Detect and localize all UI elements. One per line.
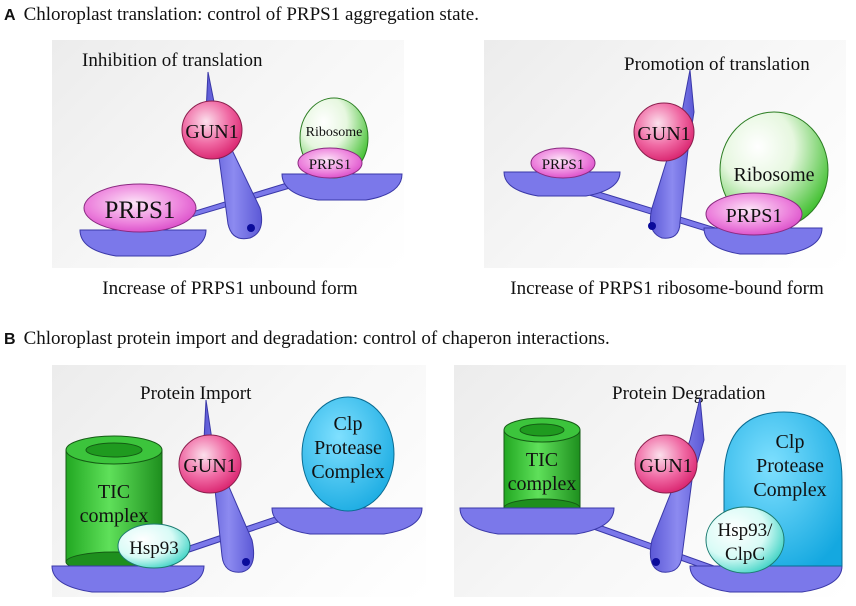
gun1-label: GUN1 (185, 121, 238, 143)
scale-pan-right (703, 227, 823, 255)
hsp93-ellipse (117, 523, 191, 569)
clp-label-line3: Complex (311, 461, 384, 483)
tic-label-line1: TIC (98, 481, 130, 503)
scale-pan-right (271, 507, 423, 535)
ribosome-label: Ribosome (306, 125, 363, 140)
panel-a-heading: A Chloroplast translation: control of PRP… (4, 4, 479, 26)
panel-b-right-scale: Protein Degradation TIC complex GUN1 Clp… (459, 383, 843, 593)
hsp93-clpc-label-line1: Hsp93/ (718, 520, 774, 541)
clp-label-line2: Protease (314, 437, 382, 459)
panel-b-heading: B Chloroplast protein import and degradat… (4, 328, 610, 350)
gun1-ellipse (634, 434, 698, 494)
scale-pivot (652, 558, 660, 566)
prps1-small-ellipse (530, 147, 596, 179)
scale-pointer (203, 399, 255, 573)
gun1-ellipse (633, 102, 695, 162)
scale-pan-left (79, 229, 207, 257)
clp-label-line1: Clp (334, 413, 363, 435)
gun1-ellipse (178, 434, 242, 494)
scale-pivot (247, 224, 255, 232)
scale-pan-right (281, 173, 403, 201)
prps1-small-label: PRPS1 (542, 157, 585, 173)
panel-a-right-scale: Promotion of translation GUN1 PRPS1 Ribo… (503, 54, 829, 255)
prps1-bound-ellipse (705, 192, 803, 236)
scale-pan-left (459, 507, 615, 535)
panel-a-left-scale: Inhibition of translation GUN1 PRPS1 Rib… (79, 50, 403, 257)
prps1-small-ellipse (297, 147, 363, 179)
panel-b-heading-text: Chloroplast protein import and degradati… (23, 328, 610, 349)
panel-a-left-caption: Increase of PRPS1 unbound form (102, 278, 358, 299)
clp-label-line1: Clp (776, 431, 805, 453)
prps1-big-label: PRPS1 (105, 197, 176, 224)
scale-pan-left (51, 565, 205, 593)
tic-label-line2: complex (508, 473, 577, 495)
gun1-label: GUN1 (183, 455, 236, 477)
gun1-label: GUN1 (637, 123, 690, 145)
panel-b-left-title: Protein Import (140, 383, 252, 404)
panel-a-right-caption: Increase of PRPS1 ribosome-bound form (510, 278, 824, 299)
prps1-bound-label: PRPS1 (726, 205, 783, 227)
panel-b-right-title: Protein Degradation (612, 383, 766, 404)
scale-pan-right (689, 565, 843, 593)
scale-pointer (205, 71, 263, 240)
ribosome-label: Ribosome (733, 164, 814, 186)
scale-pivot (242, 558, 250, 566)
scale-pivot (648, 222, 656, 230)
panel-a-left-title: Inhibition of translation (82, 50, 263, 71)
gun1-ellipse (181, 100, 243, 160)
tic-label-line1: TIC (526, 449, 558, 471)
clp-label-line2: Protease (756, 455, 824, 477)
scale-pan-left (503, 171, 621, 197)
hsp93-label: Hsp93 (129, 538, 179, 559)
clp-protease-ellipse (301, 396, 395, 512)
panel-a-letter: A (4, 7, 16, 24)
panel-a-heading-text: Chloroplast translation: control of PRPS… (23, 4, 479, 25)
hsp93-clpc-label-line2: ClpC (725, 544, 765, 565)
prps1-small-label: PRPS1 (309, 157, 352, 173)
clp-label-line3: Complex (753, 479, 826, 501)
hsp93-clpc-ellipse (705, 506, 785, 574)
tic-label-line2: complex (80, 505, 149, 527)
prps1-big-ellipse (83, 183, 197, 233)
panel-b-left-scale: Protein Import TIC complex Hsp93 GUN1 Cl… (51, 383, 423, 593)
panel-a-right-title: Promotion of translation (624, 54, 810, 75)
gun1-label: GUN1 (639, 455, 692, 477)
panel-b-letter: B (4, 331, 16, 348)
